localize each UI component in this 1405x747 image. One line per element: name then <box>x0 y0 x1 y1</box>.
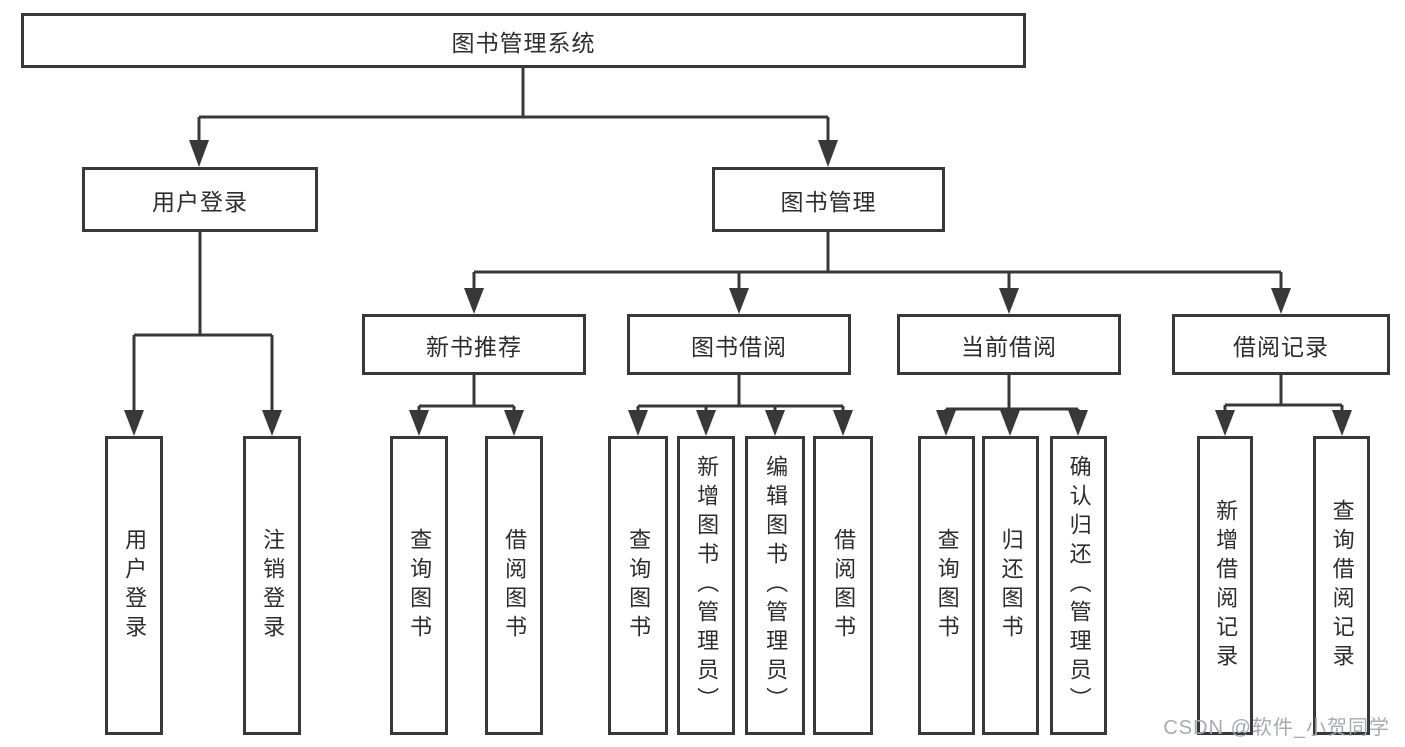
leaf-recommend-search-books-label: 查询图书 <box>407 527 433 644</box>
node-user-login-label: 用户登录 <box>152 188 248 215</box>
leaf-search-borrow-record-label: 查询借阅记录 <box>1329 498 1355 673</box>
leaf-confirm-return-admin: 确认归还（管理员） <box>1050 436 1107 735</box>
node-current-borrowing-label: 当前借阅 <box>961 333 1057 360</box>
leaf-search-borrow-record: 查询借阅记录 <box>1313 436 1370 735</box>
leaf-return-books-label: 归还图书 <box>998 527 1024 644</box>
node-book-management: 图书管理 <box>712 167 945 232</box>
leaf-borrowing-search-books-label: 查询图书 <box>626 527 652 644</box>
node-new-book-recommend-label: 新书推荐 <box>426 333 522 360</box>
leaf-borrowing-borrow-books: 借阅图书 <box>813 436 873 735</box>
leaf-current-search-books-label: 查询图书 <box>934 527 960 644</box>
leaf-recommend-borrow-books-label: 借阅图书 <box>502 527 528 644</box>
node-current-borrowing: 当前借阅 <box>897 314 1121 375</box>
csdn-watermark: CSDN @软件_小贺同学 <box>1163 717 1390 739</box>
node-library-management-system: 图书管理系统 <box>21 13 1026 68</box>
leaf-user-login-label: 用户登录 <box>122 527 148 644</box>
node-user-login: 用户登录 <box>82 167 318 232</box>
leaf-confirm-return-admin-label: 确认归还（管理员） <box>1066 455 1092 716</box>
leaf-add-borrow-record-label: 新增借阅记录 <box>1213 498 1239 673</box>
leaf-add-books-admin: 新增图书（管理员） <box>677 436 735 735</box>
node-borrowing-records: 借阅记录 <box>1172 314 1390 375</box>
leaf-recommend-borrow-books: 借阅图书 <box>485 436 543 735</box>
leaf-borrowing-search-books: 查询图书 <box>608 436 668 735</box>
node-book-borrowing: 图书借阅 <box>627 314 851 375</box>
node-borrowing-records-label: 借阅记录 <box>1233 333 1329 360</box>
leaf-return-books: 归还图书 <box>982 436 1039 735</box>
leaf-borrowing-borrow-books-label: 借阅图书 <box>831 527 857 644</box>
node-book-borrowing-label: 图书借阅 <box>691 333 787 360</box>
leaf-recommend-search-books: 查询图书 <box>390 436 448 735</box>
leaf-edit-books-admin-label: 编辑图书（管理员） <box>763 455 789 716</box>
leaf-logout-label: 注销登录 <box>260 527 286 644</box>
leaf-add-borrow-record: 新增借阅记录 <box>1197 436 1253 735</box>
leaf-current-search-books: 查询图书 <box>918 436 975 735</box>
node-new-book-recommend: 新书推荐 <box>362 314 586 375</box>
leaf-edit-books-admin: 编辑图书（管理员） <box>745 436 805 735</box>
node-library-management-system-label: 图书管理系统 <box>451 29 596 56</box>
leaf-logout: 注销登录 <box>243 436 301 735</box>
leaf-add-books-admin-label: 新增图书（管理员） <box>694 455 720 716</box>
node-book-management-label: 图书管理 <box>780 188 877 215</box>
leaf-user-login: 用户登录 <box>105 436 163 735</box>
arrowheads <box>124 140 1352 436</box>
